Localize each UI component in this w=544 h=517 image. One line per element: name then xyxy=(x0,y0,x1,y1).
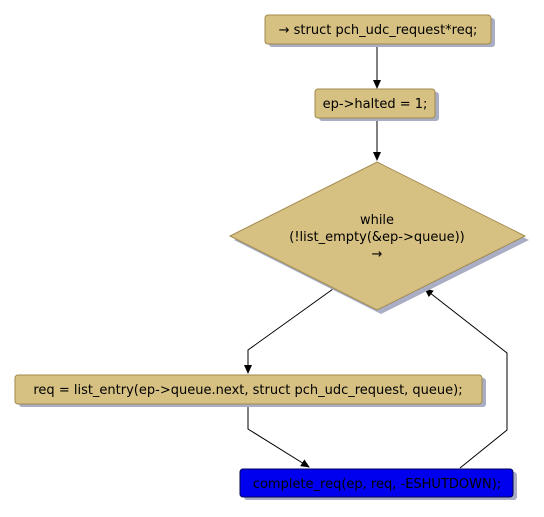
node-while-loop-line-2: (!list_empty(&ep->queue)) xyxy=(289,230,465,245)
node-while-loop-line-3: → xyxy=(372,247,383,262)
node-complete-req-label: complete_req(ep, req, -ESHUTDOWN); xyxy=(253,477,501,492)
node-halted-label: ep->halted = 1; xyxy=(323,97,428,112)
edges xyxy=(244,44,508,469)
node-list-entry: req = list_entry(ep->queue.next, struct … xyxy=(14,374,486,407)
node-complete-req-box xyxy=(239,468,514,498)
edge-entry-to-complete xyxy=(247,404,310,468)
node-halted: ep->halted = 1; xyxy=(314,88,439,121)
node-declaration-label: → struct pch_udc_request*req; xyxy=(279,23,478,38)
edge-loop-to-entry xyxy=(244,288,334,374)
node-declaration-box xyxy=(264,14,492,45)
edge-complete-to-loop xyxy=(424,288,508,469)
node-while-loop-line-1: while xyxy=(360,213,394,228)
node-complete-req: complete_req(ep, req, -ESHUTDOWN); xyxy=(239,468,517,500)
node-list-entry-box xyxy=(14,374,483,405)
node-while-loop: while (!list_empty(&ep->queue)) → xyxy=(228,161,529,314)
node-halted-box xyxy=(314,88,436,119)
node-declaration: → struct pch_udc_request*req; xyxy=(264,14,495,47)
node-list-entry-label: req = list_entry(ep->queue.next, struct … xyxy=(33,383,462,398)
node-while-loop-diamond xyxy=(228,161,527,311)
